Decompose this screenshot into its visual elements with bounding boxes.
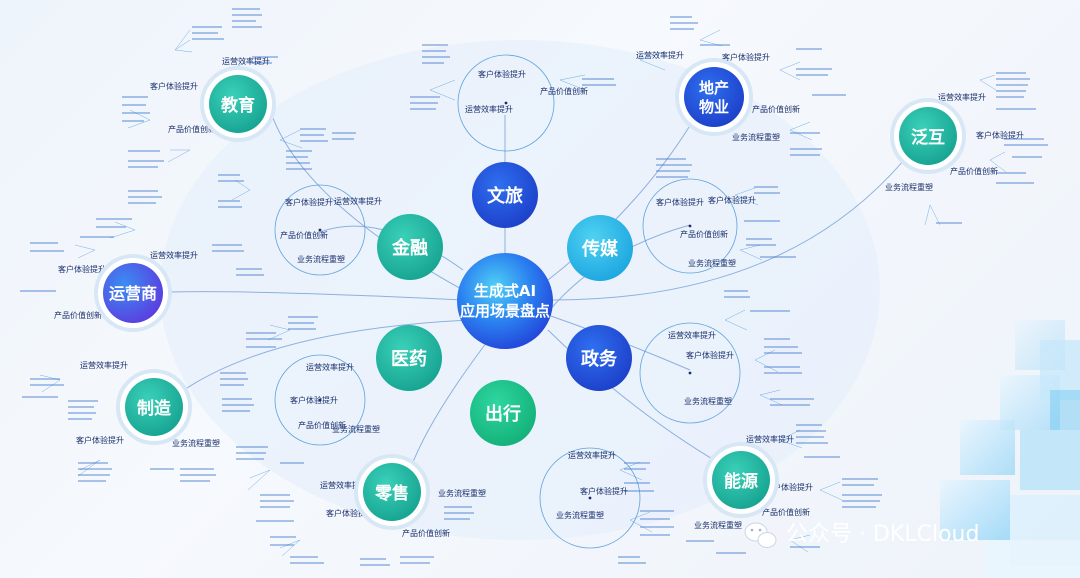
node-mobility[interactable]: 出行 <box>470 380 536 446</box>
hub-retail[interactable]: 零售 <box>356 456 428 528</box>
retail-value-label: 产品价值创新 <box>402 528 450 538</box>
node-government-label: 政务 <box>581 348 618 370</box>
hub-real-estate[interactable]: 地产 物业 <box>677 60 751 134</box>
gov-cx-label: 客户体验提升 <box>686 350 734 360</box>
tourism-ops-label: 运营效率提升 <box>465 104 513 114</box>
hub-real-estate-label-2: 物业 <box>699 98 729 116</box>
med-cx-label: 客户体验提升 <box>290 395 338 405</box>
pan-flow-label: 业务流程重塑 <box>885 182 933 192</box>
mfg-flow-label: 业务流程重塑 <box>172 438 220 448</box>
telecom-ops-label: 运营效率提升 <box>150 250 198 260</box>
hub-energy-label: 能源 <box>724 471 758 492</box>
wechat-icon <box>745 523 776 548</box>
hub-retail-label: 零售 <box>374 483 409 504</box>
media-value-label: 产品价值创新 <box>680 229 728 239</box>
edu-cx-label: 客户体验提升 <box>150 81 198 91</box>
hub-telecom-label: 运营商 <box>109 284 157 303</box>
node-media-label: 传媒 <box>581 238 619 260</box>
mobility-flow-label: 业务流程重塑 <box>556 510 604 520</box>
gov-flow-label: 业务流程重塑 <box>684 396 732 406</box>
finance-cx-label: 客户体验提升 <box>285 197 333 207</box>
hub-pan-interactive-label: 泛互 <box>911 128 945 148</box>
node-finance[interactable]: 金融 <box>377 214 443 280</box>
tourism-value-label: 产品价值创新 <box>540 86 588 96</box>
hub-energy[interactable]: 能源 <box>705 444 777 516</box>
mfg-ops-label: 运营效率提升 <box>80 360 128 370</box>
finance-value-label: 产品价值创新 <box>280 230 328 240</box>
mobility-ops-label: 运营效率提升 <box>568 450 616 460</box>
node-culture-tourism[interactable]: 文旅 <box>472 162 538 228</box>
pan-cx-label: 客户体验提升 <box>976 130 1024 140</box>
watermark-text: 公众号 · DKLCloud <box>786 522 979 547</box>
gov-ops-label: 运营效率提升 <box>668 330 716 340</box>
estate-flow-label: 业务流程重塑 <box>732 132 780 142</box>
finance-ops-label: 运营效率提升 <box>334 196 382 206</box>
pan-ops-label: 运营效率提升 <box>938 92 986 102</box>
energy-flow-label: 业务流程重塑 <box>694 520 742 530</box>
node-media[interactable]: 传媒 <box>567 215 633 281</box>
hub-manufacturing[interactable]: 制造 <box>118 371 190 443</box>
energy-value-label: 产品价值创新 <box>762 507 810 517</box>
estate-ops-label: 运营效率提升 <box>636 50 684 60</box>
media-cx2-label: 客户体验提升 <box>708 195 756 205</box>
center-node[interactable]: 生成式AI 应用场景盘点 <box>457 253 553 349</box>
med-ops-label: 运营效率提升 <box>306 362 354 372</box>
node-medicine[interactable]: 医药 <box>376 325 442 391</box>
finance-flow-label: 业务流程重塑 <box>297 254 345 264</box>
retail-flow-label: 业务流程重塑 <box>438 488 486 498</box>
center-title-line1: 生成式AI <box>474 282 536 300</box>
pan-value-label: 产品价值创新 <box>950 166 998 176</box>
node-government[interactable]: 政务 <box>566 325 632 391</box>
energy-ops-label: 运营效率提升 <box>746 434 794 444</box>
node-culture-tourism-label: 文旅 <box>487 185 523 207</box>
watermark: 公众号 · DKLCloud <box>745 522 979 548</box>
hub-education[interactable]: 教育 <box>202 68 274 140</box>
hub-pan-interactive[interactable]: 泛互 <box>892 100 964 172</box>
estate-value-label: 产品价值创新 <box>752 104 800 114</box>
hub-education-label: 教育 <box>220 95 255 116</box>
node-medicine-label: 医药 <box>391 348 427 370</box>
tourism-cx-label: 客户体验提升 <box>478 69 526 79</box>
node-finance-label: 金融 <box>391 237 428 259</box>
mobility-cx-label: 客户体验提升 <box>580 486 628 496</box>
center-title-line2: 应用场景盘点 <box>460 302 550 320</box>
hub-manufacturing-label: 制造 <box>137 398 172 419</box>
mfg-cx-label: 客户体验提升 <box>76 435 124 445</box>
estate-cx-label: 客户体验提升 <box>722 52 770 62</box>
edu-ops-label: 运营效率提升 <box>222 56 270 66</box>
telecom-cx-label: 客户体验提升 <box>58 264 106 274</box>
media-cx-label: 客户体验提升 <box>656 197 704 207</box>
telecom-value-label: 产品价值创新 <box>54 310 102 320</box>
media-flow-label: 业务流程重塑 <box>688 258 736 268</box>
hub-real-estate-label-1: 地产 <box>699 79 729 97</box>
med-flow-label: 业务流程重塑 <box>332 424 380 434</box>
node-mobility-label: 出行 <box>485 403 521 425</box>
hub-telecom[interactable]: 运营商 <box>96 256 170 330</box>
